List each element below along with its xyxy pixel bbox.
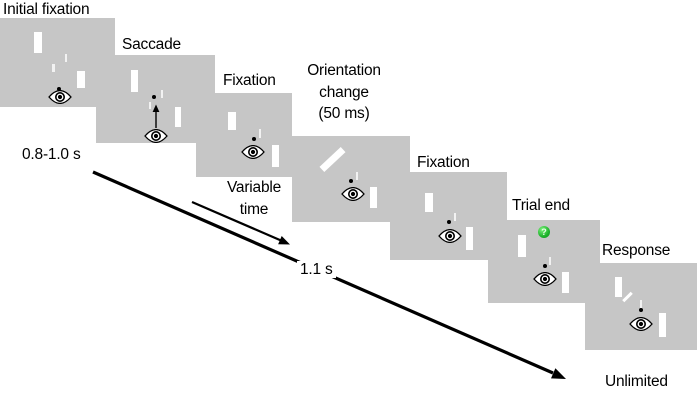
panel-title-fixation-2: Fixation xyxy=(417,154,470,171)
response-cursor-tick xyxy=(622,291,633,303)
stimulus-bar-left-tilted xyxy=(319,147,346,172)
duration-post-fixation: 1.1 s xyxy=(297,261,336,278)
stimulus-bar-right xyxy=(175,107,181,127)
panel-title-saccade: Saccade xyxy=(122,36,181,53)
panel-trial-end: ? xyxy=(488,220,600,303)
stimulus-bar-right xyxy=(562,272,569,293)
fixation-dot xyxy=(152,95,156,99)
panel-saccade xyxy=(96,55,215,143)
stimulus-bar-right xyxy=(77,71,85,88)
fixation-dot xyxy=(349,179,353,183)
title-line: change xyxy=(319,83,369,101)
title-line: (50 ms) xyxy=(318,105,370,122)
probe-tick xyxy=(65,54,67,62)
eye-icon xyxy=(438,229,462,243)
fixation-dot xyxy=(639,308,643,312)
stimulus-bar-right xyxy=(272,145,279,167)
probe-tick xyxy=(640,300,642,308)
eye-icon xyxy=(241,145,265,159)
stimulus-bar-right xyxy=(466,227,473,250)
stimulus-bar-left xyxy=(131,70,138,92)
panel-title-initial-fixation: Initial fixation xyxy=(3,1,90,18)
stimulus-bar-left xyxy=(518,235,526,257)
panel-fixation-1 xyxy=(196,93,292,177)
probe-tick xyxy=(356,172,358,180)
stimulus-bar-right xyxy=(659,313,666,337)
duration-line: Variable xyxy=(226,179,282,196)
eye-icon xyxy=(629,317,653,331)
eye-icon xyxy=(533,272,557,286)
title-line: Orientation xyxy=(307,62,381,79)
duration-response: Unlimited xyxy=(605,373,668,390)
duration-initial-fixation: 0.8-1.0 s xyxy=(22,146,81,163)
panel-response xyxy=(585,263,697,350)
duration-line: time xyxy=(239,200,269,218)
eye-icon xyxy=(341,187,365,201)
stimulus-bar-left xyxy=(228,112,236,130)
stimulus-bar-right xyxy=(370,187,377,208)
probe-tick xyxy=(549,257,551,265)
probe-tick xyxy=(454,213,456,221)
probe-tick xyxy=(161,90,163,98)
stimulus-bar-left xyxy=(34,32,42,53)
probe-tick xyxy=(149,102,151,109)
probe-tick xyxy=(259,129,261,138)
fixation-dot xyxy=(543,264,547,268)
fixation-dot xyxy=(252,137,256,141)
stimulus-bar-left xyxy=(615,277,622,297)
panel-title-trial-end: Trial end xyxy=(512,197,570,214)
eye-icon xyxy=(48,90,72,104)
panel-title-response: Response xyxy=(602,242,671,259)
eye-icon xyxy=(144,129,168,143)
duration-variable-time: Variable time xyxy=(207,177,301,220)
panel-title-orientation-change: Orientation change (50 ms) xyxy=(281,60,407,125)
question-mark-icon: ? xyxy=(538,226,550,238)
panel-initial-fixation xyxy=(0,18,115,107)
fixation-dot xyxy=(447,220,451,224)
fixation-dot xyxy=(57,87,61,91)
panel-title-fixation-1: Fixation xyxy=(223,72,276,89)
stimulus-bar-left xyxy=(425,193,433,212)
probe-tick xyxy=(52,64,55,72)
